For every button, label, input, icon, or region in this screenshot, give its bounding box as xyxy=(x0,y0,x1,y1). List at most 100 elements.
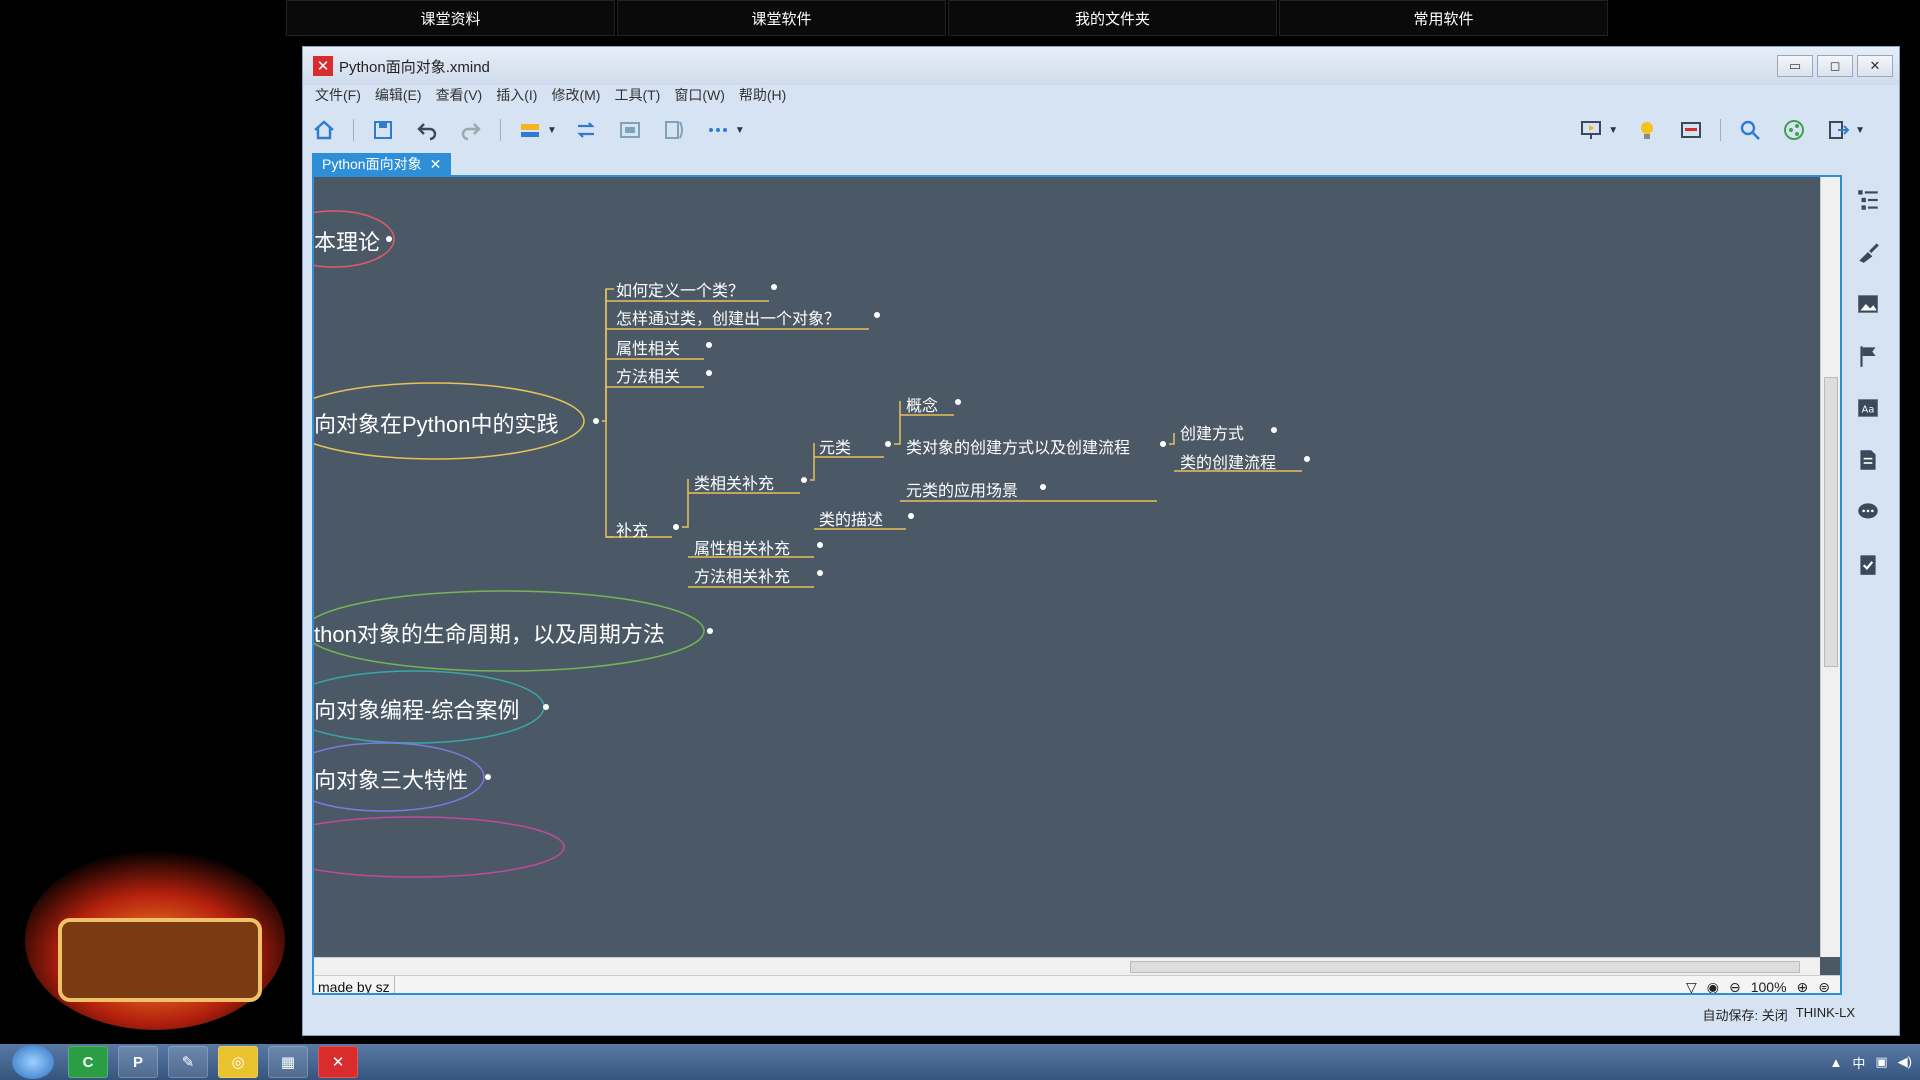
subtopic-attributes[interactable]: 属性相关 xyxy=(616,341,681,358)
window-title: Python面向对象.xmind xyxy=(339,58,490,76)
taskbar-pycharm-icon[interactable]: P xyxy=(118,1046,158,1078)
menu-bar: 文件(F) 编辑(E) 查看(V) 插入(I) 修改(M) 工具(T) 窗口(W… xyxy=(309,83,786,107)
home-icon[interactable] xyxy=(309,115,339,145)
dock-tab-common-software[interactable]: 常用软件 xyxy=(1279,0,1608,36)
presentation-icon[interactable] xyxy=(1576,115,1606,145)
taskbar-app-grid-icon[interactable]: ▦ xyxy=(268,1046,308,1078)
subtopic-metaclass-usage[interactable]: 元类的应用场景 xyxy=(906,483,1019,500)
close-button[interactable]: ✕ xyxy=(1857,55,1893,77)
subtopic-methods[interactable]: 方法相关 xyxy=(616,369,681,386)
main-topic-2[interactable]: 向对象在Python中的实践 xyxy=(314,412,559,437)
dock-tab-class-materials[interactable]: 课堂资料 xyxy=(286,0,615,36)
subtopic-class-object-creation[interactable]: 类对象的创建方式以及创建流程 xyxy=(906,440,1131,457)
menu-file[interactable]: 文件(F) xyxy=(315,87,361,103)
gantt-icon[interactable] xyxy=(1676,115,1706,145)
summary-icon[interactable] xyxy=(659,115,689,145)
dock-tab-class-software[interactable]: 课堂软件 xyxy=(617,0,946,36)
topic-icon[interactable] xyxy=(515,115,545,145)
taskbar-app-c-icon[interactable]: C xyxy=(68,1046,108,1078)
title-bar: ✕ Python面向对象.xmind ▭ ◻ ✕ xyxy=(303,47,1899,85)
menu-edit[interactable]: 编辑(E) xyxy=(374,87,422,103)
text-style-icon[interactable]: Aa xyxy=(1855,395,1881,421)
dock-tab-my-folder[interactable]: 我的文件夹 xyxy=(948,0,1277,36)
network-icon[interactable]: ▣ xyxy=(1875,1054,1888,1069)
chevron-down-icon[interactable]: ▼ xyxy=(547,124,557,136)
start-button-icon[interactable] xyxy=(12,1045,54,1079)
horizontal-scrollbar[interactable] xyxy=(314,957,1820,975)
main-topic-5[interactable]: 向对象三大特性 xyxy=(314,768,469,793)
ime-icon[interactable]: 中 xyxy=(1852,1055,1866,1071)
maximize-button[interactable]: ◻ xyxy=(1817,55,1853,77)
minimize-button[interactable]: ▭ xyxy=(1777,55,1813,77)
filter-icon[interactable]: ▽ xyxy=(1685,978,1697,995)
tab-close-icon[interactable]: ✕ xyxy=(429,155,442,172)
share-icon[interactable] xyxy=(1779,115,1809,145)
eye-icon[interactable]: ◉ xyxy=(1706,978,1719,995)
subtopic-class-description[interactable]: 类的描述 xyxy=(819,512,884,529)
save-icon[interactable] xyxy=(368,115,398,145)
taskbar-tool-icon[interactable]: ✎ xyxy=(168,1046,208,1078)
menu-window[interactable]: 窗口(W) xyxy=(674,87,725,103)
vertical-scrollbar[interactable] xyxy=(1820,177,1840,957)
taskbar-chrome-icon[interactable]: ◎ xyxy=(218,1046,258,1078)
autosave-status[interactable]: 自动保存: 关闭 xyxy=(1702,1008,1788,1023)
tab-document[interactable]: Python面向对象 ✕ xyxy=(312,153,452,175)
search-icon[interactable] xyxy=(1735,115,1765,145)
subtopic-create-object[interactable]: 怎样通过类，创建出一个对象？ xyxy=(616,311,841,328)
more-icon[interactable] xyxy=(703,115,733,145)
menu-view[interactable]: 查看(V) xyxy=(435,87,483,103)
chevron-down-icon[interactable]: ▼ xyxy=(1855,124,1865,136)
taskbar-xmind-icon[interactable]: ✕ xyxy=(318,1046,358,1078)
subtopic-class-supplement[interactable]: 类相关补充 xyxy=(694,476,775,493)
menu-tools[interactable]: 工具(T) xyxy=(614,87,661,103)
subtopic-metaclass[interactable]: 元类 xyxy=(819,440,852,457)
svg-text:Aa: Aa xyxy=(1862,404,1875,415)
menu-help[interactable]: 帮助(H) xyxy=(738,87,787,103)
subtopic-concept[interactable]: 概念 xyxy=(906,398,939,415)
main-topic-1[interactable]: 本理论 xyxy=(314,230,381,255)
undo-icon[interactable] xyxy=(412,115,442,145)
fit-icon[interactable]: ⊜ xyxy=(1818,978,1830,995)
branch-lines xyxy=(602,288,1302,588)
zoom-level[interactable]: 100% xyxy=(1750,979,1787,995)
main-topic-2-shape xyxy=(314,382,585,460)
export-icon[interactable] xyxy=(1823,115,1853,145)
menu-modify[interactable]: 修改(M) xyxy=(551,87,601,103)
outline-icon[interactable] xyxy=(1855,187,1881,213)
format-brush-icon[interactable] xyxy=(1855,239,1881,265)
subtopic-define-class[interactable]: 如何定义一个类？ xyxy=(616,283,745,300)
main-topic-1-shape xyxy=(314,210,395,268)
brainstorm-bulb-icon[interactable] xyxy=(1632,115,1662,145)
task-clipboard-icon[interactable] xyxy=(1855,551,1881,577)
comment-icon[interactable] xyxy=(1855,499,1881,525)
tray-arrow-icon[interactable]: ▲ xyxy=(1829,1054,1843,1070)
horizontal-scroll-thumb[interactable] xyxy=(1130,961,1800,973)
user-name[interactable]: THINK-LX xyxy=(1795,1005,1855,1020)
volume-icon[interactable]: ◀) xyxy=(1897,1054,1912,1069)
image-icon[interactable] xyxy=(1855,291,1881,317)
subtopic-method-supplement[interactable]: 方法相关补充 xyxy=(694,569,791,586)
boundary-icon[interactable] xyxy=(615,115,645,145)
relationship-icon[interactable] xyxy=(571,115,601,145)
tab-document-label: Python面向对象 xyxy=(322,156,422,172)
zoom-in-icon[interactable]: ⊕ xyxy=(1796,978,1809,995)
main-topic-3[interactable]: thon对象的生命周期，以及周期方法 xyxy=(314,622,665,647)
zoom-out-icon[interactable]: ⊖ xyxy=(1728,978,1741,995)
subtopic-attribute-supplement[interactable]: 属性相关补充 xyxy=(694,541,791,558)
main-topic-4[interactable]: 向对象编程-综合案例 xyxy=(314,698,520,723)
mindmap-canvas[interactable]: 本理论 向对象在Python中的实践 thon对象的生命周期，以及周期方法 向对… xyxy=(314,177,1820,957)
subtopic-creation-method[interactable]: 创建方式 xyxy=(1180,426,1245,443)
chevron-down-icon[interactable]: ▼ xyxy=(734,124,745,136)
subtopic-supplement[interactable]: 补充 xyxy=(616,523,649,540)
flag-marker-icon[interactable] xyxy=(1855,343,1881,369)
xmind-icon: ✕ xyxy=(313,56,333,76)
subtopic-creation-flow[interactable]: 类的创建流程 xyxy=(1180,455,1277,472)
menu-insert[interactable]: 插入(I) xyxy=(496,87,538,103)
notes-icon[interactable] xyxy=(1855,447,1881,473)
vertical-scroll-thumb[interactable] xyxy=(1824,377,1838,667)
mindmap-canvas-container: 本理论 向对象在Python中的实践 thon对象的生命周期，以及周期方法 向对… xyxy=(312,175,1842,995)
toolbar: ▼ ▼ ▼ ▼ xyxy=(309,109,1893,151)
canvas-status-bar: made by sz ▽ ◉ ⊖ 100% ⊕ ⊜ xyxy=(314,975,1840,995)
chevron-down-icon[interactable]: ▼ xyxy=(1608,124,1619,136)
redo-icon[interactable] xyxy=(456,115,486,145)
